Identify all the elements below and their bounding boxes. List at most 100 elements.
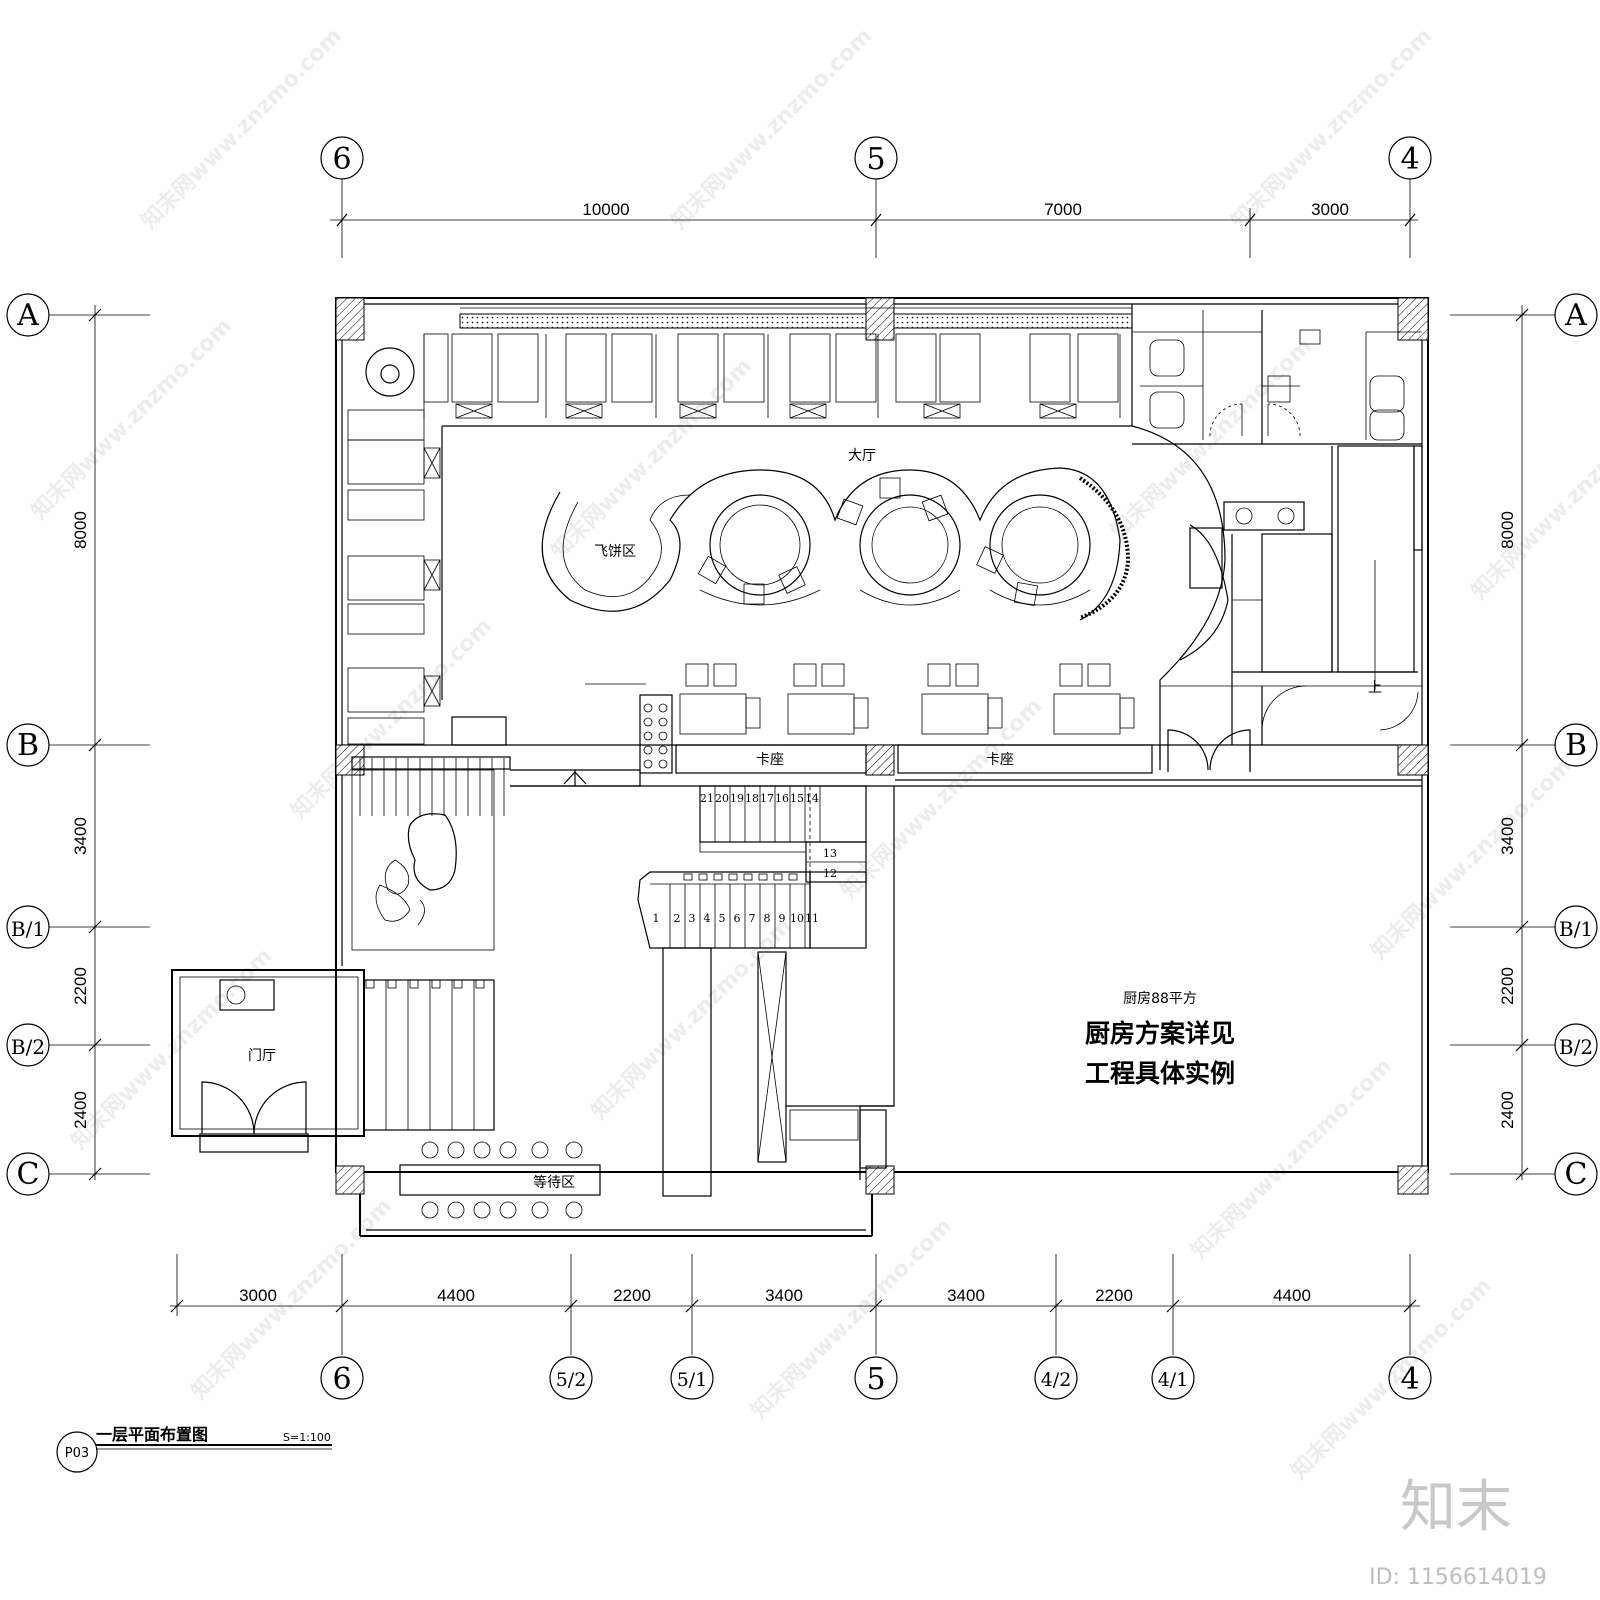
top-dimension-line: 10000 7000 3000 (330, 200, 1418, 258)
booth-seat (347, 409, 425, 441)
stair-step-number: 6 (734, 912, 741, 925)
stair-step-number: 10 (790, 912, 804, 925)
side-staircase: 上 (1159, 445, 1423, 772)
chairs-group (697, 477, 1039, 607)
drink-station (585, 683, 673, 774)
chair (778, 566, 806, 594)
booth-seat (565, 333, 607, 403)
stair-step-number: 20 (715, 792, 729, 805)
booth-seat (723, 333, 765, 403)
stair-step-number: 19 (730, 792, 744, 805)
dim-top-10000: 10000 (582, 200, 629, 219)
booth-seat (1077, 333, 1119, 403)
watermark-text: 知末网www.znzmo.com (1106, 333, 1317, 544)
stair-step-number: 15 (790, 792, 804, 805)
dining-table-set (787, 663, 869, 735)
svg-text:B/2: B/2 (11, 1035, 45, 1059)
watermark-text: 知末网www.znzmo.com (586, 913, 797, 1124)
stair-step-number: 4 (704, 912, 711, 925)
stair-step-number: 18 (745, 792, 759, 805)
dim-right-3400: 3400 (1498, 817, 1517, 855)
stool (447, 1201, 465, 1219)
svg-text:3400: 3400 (947, 1286, 985, 1305)
booth-table (423, 447, 441, 479)
dim-left-2200: 2200 (71, 967, 90, 1005)
drawing-scale: S=1:100 (283, 1431, 331, 1444)
booth-label-right: 卡座 (986, 752, 1014, 768)
svg-text:B/2: B/2 (1559, 1035, 1593, 1059)
dim-left-8000: 8000 (71, 511, 90, 549)
drawing-code: P03 (65, 1446, 89, 1461)
stool (421, 1141, 439, 1159)
brand-logo: 知末 (1400, 1475, 1512, 1540)
booth-seat (895, 333, 937, 403)
booth-table (423, 559, 441, 591)
axis-bubble-top-6: 6 (320, 136, 364, 258)
booth-seat (835, 333, 877, 403)
stair-step-number: 11 (805, 912, 819, 925)
dim-left-2400: 2400 (71, 1091, 90, 1129)
kitchen-note-line2: 工程具体实例 (1085, 1059, 1235, 1088)
dim-top-3000: 3000 (1311, 200, 1349, 219)
booth-table (565, 403, 603, 419)
booth-table (679, 403, 717, 419)
watermark-text: 知末网www.znzmo.com (1466, 393, 1600, 604)
stair-step-number: 12 (823, 867, 837, 880)
stair-step-number: 2 (674, 912, 681, 925)
svg-text:3000: 3000 (239, 1286, 277, 1305)
svg-text:2200: 2200 (613, 1286, 651, 1305)
svg-text:6: 6 (332, 142, 351, 177)
stair-step-number: 3 (689, 912, 696, 925)
chair (879, 477, 901, 499)
booth-seat (347, 489, 425, 521)
booth-seat (611, 333, 653, 403)
watermark-text: 知末网www.znzmo.com (546, 353, 757, 564)
axis-grid: 6 5 4 10000 7000 3000 A (6, 136, 1598, 1400)
stool (565, 1141, 583, 1159)
stair-step-number: 13 (823, 847, 837, 860)
stair-step-number: 8 (764, 912, 771, 925)
image-id: ID: 1156614019 (1369, 1565, 1547, 1590)
svg-text:C: C (17, 1157, 40, 1192)
stair-step-number: 9 (779, 912, 786, 925)
stair-step-number: 5 (719, 912, 726, 925)
top-window-strip (459, 307, 1133, 329)
chair (921, 494, 949, 522)
booth-seat (347, 439, 425, 485)
round-table (365, 347, 415, 397)
hall-table-row (679, 663, 1135, 735)
svg-text:B/1: B/1 (11, 917, 45, 941)
drawing-title: 一层平面布置图 (96, 1425, 208, 1444)
waiting-area: 等待区 (399, 1164, 601, 1196)
svg-text:B: B (17, 728, 39, 763)
stool (499, 1201, 517, 1219)
svg-text:B/1: B/1 (1559, 917, 1593, 941)
dim-left-3400: 3400 (71, 817, 90, 855)
svg-text:4: 4 (1400, 142, 1419, 177)
stool (447, 1141, 465, 1159)
booth-seat (789, 333, 831, 403)
left-booth-column (347, 409, 441, 745)
svg-text:4400: 4400 (437, 1286, 475, 1305)
watermark-text: 知末网www.znzmo.com (136, 23, 347, 234)
booth-table (1039, 403, 1077, 419)
dining-table-set (679, 663, 761, 735)
booth-seat (497, 333, 539, 403)
svg-text:4: 4 (1400, 1362, 1419, 1397)
svg-text:2200: 2200 (1095, 1286, 1133, 1305)
booth-bench: 卡座 卡座 (675, 744, 1153, 774)
stair-step-number: 21 (700, 792, 714, 805)
watermark-text: 知末网www.znzmo.com (836, 693, 1047, 904)
stool (565, 1201, 583, 1219)
booth-seat (347, 717, 425, 745)
stool (531, 1201, 549, 1219)
booth-seat (677, 333, 719, 403)
stair-step-number: 7 (749, 912, 756, 925)
stool (473, 1141, 491, 1159)
axis-row-bubbles-left: A B B/1 B/2 C 8000 3400 2200 2400 (6, 293, 150, 1196)
top-booth-row (423, 333, 1121, 419)
foyer-ramp (359, 758, 505, 1131)
booth-seat (1029, 333, 1071, 403)
svg-text:6: 6 (332, 1362, 351, 1397)
